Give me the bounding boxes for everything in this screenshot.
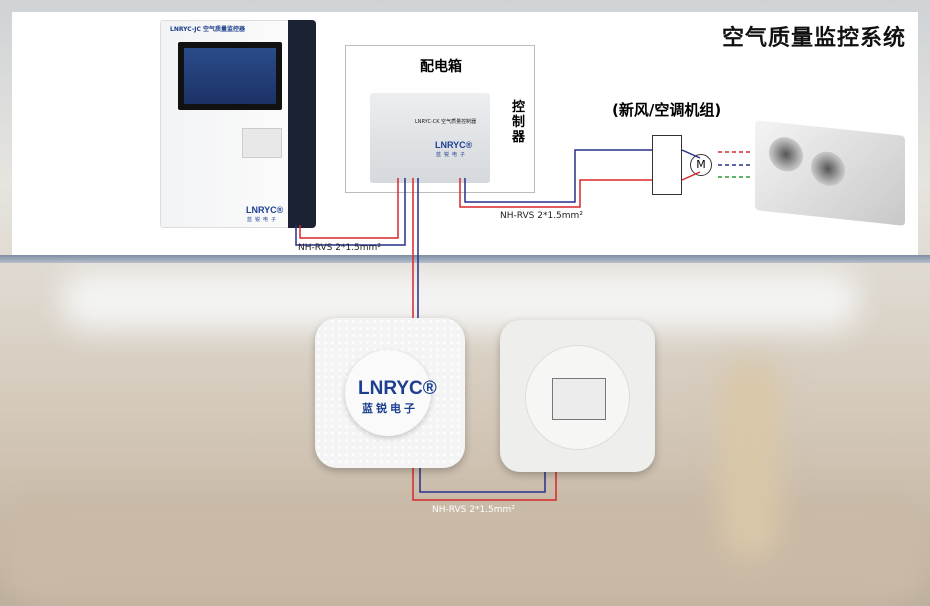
background-ceiling: [60, 270, 860, 330]
unit-label: (新风/空调机组): [612, 101, 722, 119]
controller-logo-cn: 蓝锐电子: [436, 152, 469, 158]
cabinet-logo: LNRYC®: [246, 205, 284, 215]
controller-device: [370, 93, 490, 183]
controller-logo: LNRYC®: [435, 140, 473, 150]
controller-model-label: LNRYC-CK 空气质量控制器: [415, 119, 477, 125]
cabinet-side-panel: [288, 20, 316, 228]
wire-blue: [419, 468, 546, 493]
wire-label-sensors: NH-RVS 2*1.5mm²: [432, 505, 515, 515]
relay-contact-icon: [652, 135, 682, 195]
controller-label: 控制器: [512, 100, 526, 145]
wire-label-unit: NH-RVS 2*1.5mm²: [500, 211, 583, 221]
sensor-face: [345, 350, 431, 436]
distribution-box-label: 配电箱: [420, 59, 462, 75]
wire-blue: [295, 178, 406, 246]
wire-label-cabinet: NH-RVS 2*1.5mm²: [298, 243, 381, 253]
cabinet-touchscreen: [178, 42, 282, 110]
wire-red: [681, 171, 701, 181]
sensor-nameplate: [552, 378, 606, 420]
wire-blue: [681, 149, 701, 159]
wire-red: [299, 178, 399, 239]
cabinet-printer: [242, 128, 282, 158]
motor-icon: M: [690, 154, 712, 176]
wire-red: [412, 468, 557, 501]
background-column: [720, 360, 780, 560]
cabinet-logo-cn: 蓝锐电子: [247, 217, 280, 223]
panel-divider: [0, 255, 930, 263]
cabinet-model-label: LNRYC-JC 空气质量监控器: [170, 26, 246, 33]
sensor-logo: LNRYC®: [358, 378, 437, 399]
sensor-logo-cn: 蓝锐电子: [362, 402, 418, 415]
wire-blue: [464, 149, 652, 203]
page-title: 空气质量监控系统: [721, 26, 906, 51]
wire-red: [459, 178, 652, 208]
